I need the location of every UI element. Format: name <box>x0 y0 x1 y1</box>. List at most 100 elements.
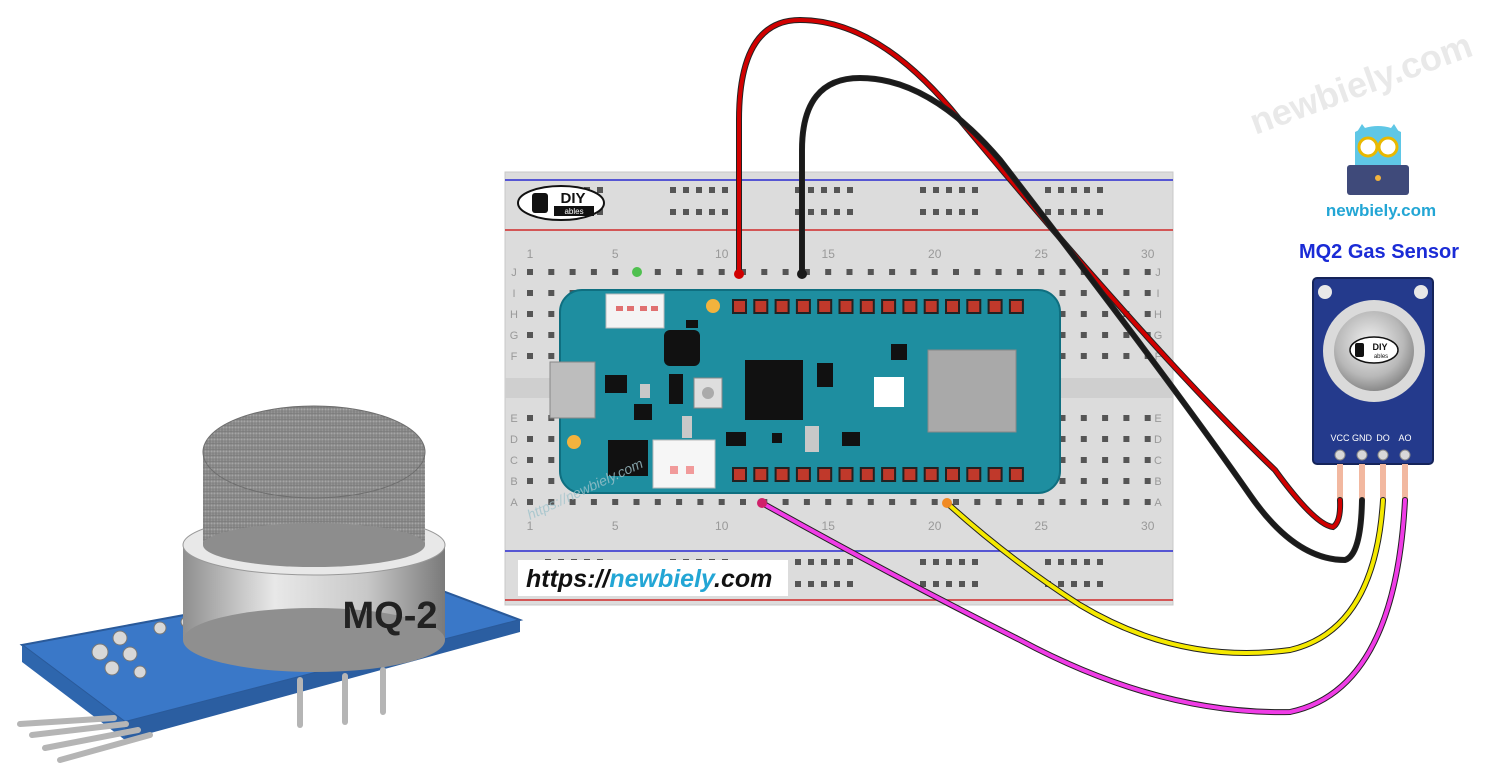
row-letter: D <box>510 434 518 446</box>
rail-hole <box>1084 559 1090 565</box>
rail-hole <box>946 209 952 215</box>
column-number: 10 <box>715 247 729 261</box>
rail-hole <box>1071 209 1077 215</box>
rail-hole <box>1097 581 1103 587</box>
column-number: 20 <box>928 247 942 261</box>
rail-hole <box>1045 559 1051 565</box>
rail-hole <box>597 187 603 193</box>
diy-logo-text: DIY <box>560 190 585 207</box>
rail-hole <box>808 187 814 193</box>
row-letter: B <box>510 476 517 488</box>
header-pin <box>881 467 897 482</box>
module-pin-label: GND <box>1352 433 1373 443</box>
breadboard-hole <box>1059 290 1066 296</box>
header-pin <box>945 467 960 482</box>
breadboard-hole <box>825 499 832 505</box>
column-number: 25 <box>1035 519 1049 533</box>
breadboard-hole <box>548 499 555 505</box>
breadboard-hole <box>548 269 555 275</box>
breadboard-hole <box>548 311 555 317</box>
watermark-text: newbiely.com <box>1244 24 1477 142</box>
header-pin <box>753 299 769 314</box>
breadboard-hole <box>1059 269 1066 275</box>
breadboard-hole <box>889 269 896 275</box>
row-letter: F <box>511 351 518 363</box>
module-pin-lead <box>1337 464 1343 500</box>
rail-hole <box>808 209 814 215</box>
breadboard-hole <box>1016 269 1023 275</box>
breadboard-hole <box>1080 415 1087 421</box>
rail-hole <box>847 581 853 587</box>
breadboard-hole <box>718 499 725 505</box>
header-pin <box>923 299 939 314</box>
rail-hole <box>696 187 702 193</box>
breadboard-hole <box>633 499 640 505</box>
module-logo-text: DIY <box>1372 342 1387 352</box>
breadboard-hole <box>974 269 981 275</box>
header-pin <box>966 467 982 482</box>
breadboard-hole <box>569 499 576 505</box>
rail-hole <box>920 209 926 215</box>
breadboard-hole <box>548 290 555 296</box>
breadboard-hole <box>527 353 533 359</box>
breadboard-hole <box>697 269 704 275</box>
rail-hole <box>933 559 939 565</box>
breadboard-hole <box>1123 457 1130 463</box>
rail-hole <box>696 209 702 215</box>
rail-hole <box>847 187 853 193</box>
header-pin <box>753 467 769 482</box>
row-letter: I <box>512 288 515 300</box>
row-letter: H <box>510 309 518 321</box>
breadboard-hole <box>825 269 832 275</box>
column-number: 10 <box>715 519 729 533</box>
rail-hole <box>933 581 939 587</box>
rail-hole <box>946 581 952 587</box>
breadboard-hole <box>527 415 533 421</box>
rail-hole <box>1084 581 1090 587</box>
rail-hole <box>821 209 827 215</box>
column-number: 25 <box>1035 247 1049 261</box>
header-pin <box>732 299 747 314</box>
rail-hole <box>1097 187 1103 193</box>
rail-hole <box>972 187 978 193</box>
header-pin <box>881 299 897 314</box>
column-number: 20 <box>928 519 942 533</box>
rail-hole <box>1058 559 1064 565</box>
breadboard-hole <box>1123 436 1130 442</box>
rail-hole <box>597 209 603 215</box>
breadboard-hole <box>1144 499 1151 505</box>
row-letter: J <box>511 267 517 279</box>
rail-hole <box>1058 209 1064 215</box>
header-pin <box>1008 299 1024 314</box>
column-number: 15 <box>822 247 836 261</box>
ao-wire <box>760 498 1407 715</box>
row-letter: E <box>1154 413 1161 425</box>
breadboard-hole <box>931 269 938 275</box>
header-pin <box>817 467 833 482</box>
header-pin <box>795 299 811 314</box>
rail-hole <box>972 559 978 565</box>
url-suffix: .com <box>714 565 772 593</box>
breadboard-hole <box>527 332 533 338</box>
diyables-logo: DIY ables <box>517 185 605 221</box>
newbiely-owl-icon <box>1347 124 1409 195</box>
breadboard-hole <box>953 269 959 275</box>
rail-hole <box>1045 187 1051 193</box>
breadboard-hole <box>931 499 938 505</box>
breadboard-hole <box>1016 499 1023 505</box>
breadboard-hole <box>1059 457 1066 463</box>
rail-hole <box>808 581 814 587</box>
breadboard-hole <box>1080 457 1087 463</box>
breadboard-hole <box>654 269 661 275</box>
breadboard-hole <box>527 436 533 442</box>
rail-hole <box>959 209 965 215</box>
module-pin-hole <box>1399 449 1411 461</box>
breadboard-hole <box>527 478 533 484</box>
module-pin-lead <box>1380 464 1386 500</box>
header-pin <box>966 299 982 314</box>
breadboard-hole <box>846 269 853 275</box>
row-letter: D <box>1154 434 1162 446</box>
sensor-title: MQ2 Gas Sensor <box>1299 241 1459 263</box>
breadboard-hole <box>548 457 555 463</box>
